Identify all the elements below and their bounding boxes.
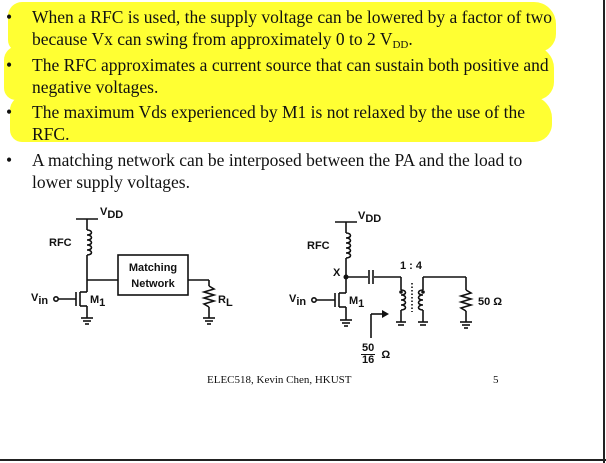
bullet-marker: •: [6, 102, 13, 122]
node-x-label: X: [333, 267, 341, 279]
right-m1-label: M1: [349, 295, 365, 310]
bullet-marker: •: [6, 7, 13, 27]
highlight-2: [4, 46, 554, 100]
right-rfc-label: RFC: [307, 240, 330, 252]
left-rfc-label: RFC: [49, 237, 72, 249]
load-resistance-label: 50 Ω: [478, 296, 503, 308]
left-rl-label: RL: [218, 294, 233, 309]
page-number: 5: [493, 374, 499, 386]
highlight-3: [10, 96, 552, 142]
highlight-1: [8, 2, 556, 52]
left-vin-label: Vin: [31, 292, 49, 307]
footer: ELEC518, Kevin Chen, HKUST: [207, 374, 352, 386]
left-m1-label: M1: [90, 294, 106, 309]
circuit-diagrams: [52, 218, 474, 338]
transformed-impedance-label: 50 16 Ω: [361, 342, 391, 366]
bullet-marker: •: [6, 150, 13, 170]
turns-ratio-label: 1 : 4: [400, 260, 423, 272]
bullet-marker: •: [6, 55, 13, 75]
right-vdd-label: VDD: [358, 210, 382, 225]
slide-border-right: [603, 0, 605, 463]
bullet-2-text: The RFC approximates a current source th…: [32, 55, 549, 97]
bullet-4-text: A matching network can be interposed bet…: [32, 150, 523, 192]
bullet-3-text: The maximum Vds experienced by M1 is not…: [32, 102, 525, 144]
left-vdd-label: VDD: [100, 206, 124, 221]
right-vin-label: Vin: [289, 293, 307, 308]
slide-border-bottom: [0, 459, 606, 461]
bullet-1-text: When a RFC is used, the supply voltage c…: [32, 7, 553, 51]
